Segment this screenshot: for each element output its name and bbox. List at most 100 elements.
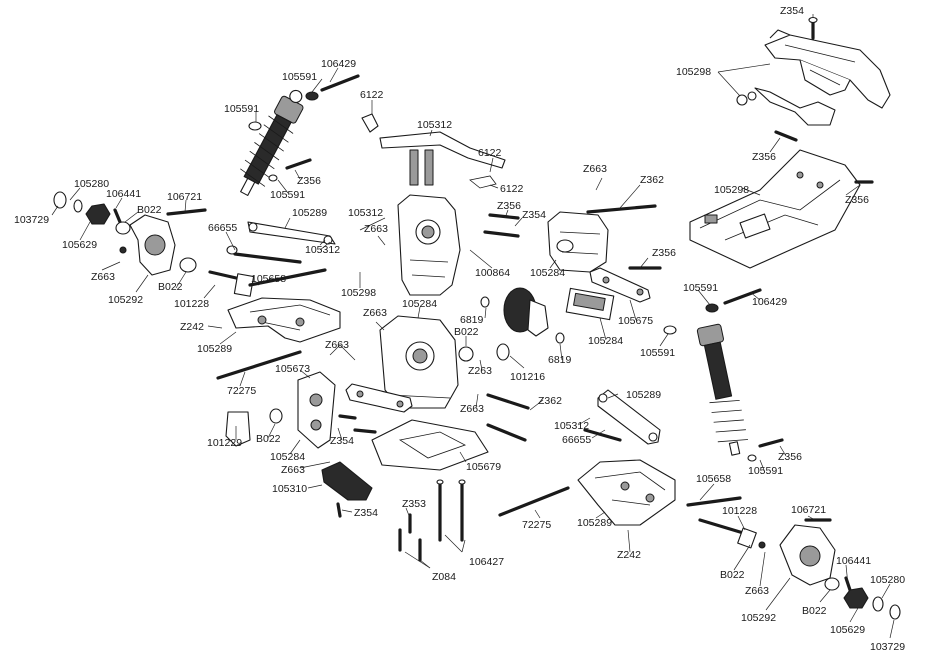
- right-turnbuckle-105289: [583, 389, 661, 445]
- short-screws-z084: [398, 513, 422, 562]
- label-106429-top: 106429: [321, 58, 356, 70]
- label-z263: Z263: [468, 365, 492, 377]
- label-6819-a: 6819: [460, 314, 484, 326]
- label-b022-b: B022: [158, 281, 183, 293]
- label-101216: 101216: [510, 371, 545, 383]
- label-z356-f: Z356: [778, 451, 802, 463]
- part-number-labels: Z354 106429 105591 105298 6122 105591 10…: [14, 5, 905, 653]
- label-6122-a: 6122: [360, 89, 384, 101]
- label-z354-d: Z354: [354, 507, 378, 519]
- label-105280-l: 105280: [74, 178, 109, 190]
- label-b022-d: B022: [256, 433, 281, 445]
- right-driveshaft: [686, 496, 757, 549]
- label-z356-a: Z356: [297, 175, 321, 187]
- label-z362-a: Z362: [640, 174, 664, 186]
- right-shock-absorber: [663, 288, 784, 462]
- label-z663-e: Z663: [325, 339, 349, 351]
- label-105591-e: 105591: [640, 347, 675, 359]
- label-105292-l: 105292: [108, 294, 143, 306]
- long-screws-106427: [436, 479, 466, 542]
- label-101228-b: 101228: [722, 505, 757, 517]
- rear-bulkhead-105312: [397, 194, 461, 296]
- label-105310: 105310: [272, 483, 307, 495]
- label-z663-f: Z663: [460, 403, 484, 415]
- rear-brace-105284: [297, 371, 336, 449]
- label-101228-a: 101228: [174, 298, 209, 310]
- label-z356-b: Z356: [752, 151, 776, 163]
- label-b022-f: B022: [802, 605, 827, 617]
- label-103729-l: 103729: [14, 214, 49, 226]
- label-106429-b: 106429: [752, 296, 787, 308]
- center-pins: [338, 204, 662, 442]
- left-knuckle-assembly: [53, 191, 207, 276]
- label-z356-e: Z356: [652, 247, 676, 259]
- label-105289-a: 105289: [292, 207, 327, 219]
- label-z356-d: Z356: [845, 194, 869, 206]
- front-bulkhead-105284: [379, 315, 459, 409]
- label-105312-d: 105312: [554, 420, 589, 432]
- label-105591-a: 105591: [282, 71, 317, 83]
- label-105298-mid: 105298: [714, 184, 749, 196]
- arm-mount-105675: [589, 267, 651, 303]
- label-b022-a: B022: [137, 204, 162, 216]
- rear-bumper-105310: [321, 461, 373, 518]
- label-z663-g: Z663: [281, 464, 305, 476]
- center-skid-105679: [371, 419, 489, 471]
- front-skid-plate: [689, 149, 861, 269]
- label-105289-c: 105289: [626, 389, 661, 401]
- label-105284-b: 105284: [402, 298, 437, 310]
- label-66655-b: 66655: [562, 434, 591, 446]
- gear-cover-105284: [565, 287, 615, 321]
- front-bumper-part: [764, 29, 891, 109]
- bumper-mount-105298: [736, 87, 836, 126]
- label-z084: Z084: [432, 571, 456, 583]
- label-106441-r: 106441: [836, 555, 871, 567]
- left-driveshaft: [208, 268, 327, 297]
- label-106721-l: 106721: [167, 191, 202, 203]
- label-105298-c: 105298: [341, 287, 376, 299]
- label-z354-top: Z354: [780, 5, 804, 17]
- label-105629-r: 105629: [830, 624, 865, 636]
- label-106441-l: 106441: [106, 188, 141, 200]
- label-z663-b: Z663: [364, 223, 388, 235]
- label-106721-r: 106721: [791, 504, 826, 516]
- label-105312-top: 105312: [417, 119, 452, 131]
- label-z663-c: Z663: [91, 271, 115, 283]
- label-105591-b: 105591: [224, 103, 259, 115]
- label-105629-l: 105629: [62, 239, 97, 251]
- arm-mount-105673: [345, 383, 413, 413]
- label-z356-c: Z356: [497, 200, 521, 212]
- label-105280-r: 105280: [870, 574, 905, 586]
- label-105679: 105679: [466, 461, 501, 473]
- gearbox-case-105284: [547, 211, 609, 273]
- label-105658-b: 105658: [696, 473, 731, 485]
- label-z663-h: Z663: [745, 585, 769, 597]
- label-101229: 101229: [207, 437, 242, 449]
- label-z354-c: Z354: [330, 435, 354, 447]
- rear-axle-101229: [225, 408, 283, 447]
- left-turnbuckle-105289: [226, 221, 336, 264]
- label-z362-b: Z362: [538, 395, 562, 407]
- bumper-screw-z354: [808, 16, 818, 40]
- label-105298-top: 105298: [676, 66, 711, 78]
- label-105284-c: 105284: [588, 335, 623, 347]
- bumper-pin-z356: [774, 130, 798, 142]
- label-z663-d: Z663: [363, 307, 387, 319]
- label-105312-c: 105312: [305, 244, 340, 256]
- right-knuckle-assembly: [758, 518, 901, 620]
- label-66655-a: 66655: [208, 222, 237, 234]
- label-b022-c: B022: [454, 326, 479, 338]
- label-z663-a: Z663: [583, 163, 607, 175]
- label-100864: 100864: [475, 267, 510, 279]
- left-lower-arm: [216, 297, 341, 380]
- label-z242-a: Z242: [180, 321, 204, 333]
- label-z354-b: Z354: [522, 209, 546, 221]
- label-6819-b: 6819: [548, 354, 572, 366]
- shock-tower-part: [361, 113, 506, 189]
- leader-lines: [51, 14, 895, 639]
- label-105292-r: 105292: [741, 612, 776, 624]
- differential-101216: [458, 287, 565, 362]
- label-72275-b: 72275: [522, 519, 551, 531]
